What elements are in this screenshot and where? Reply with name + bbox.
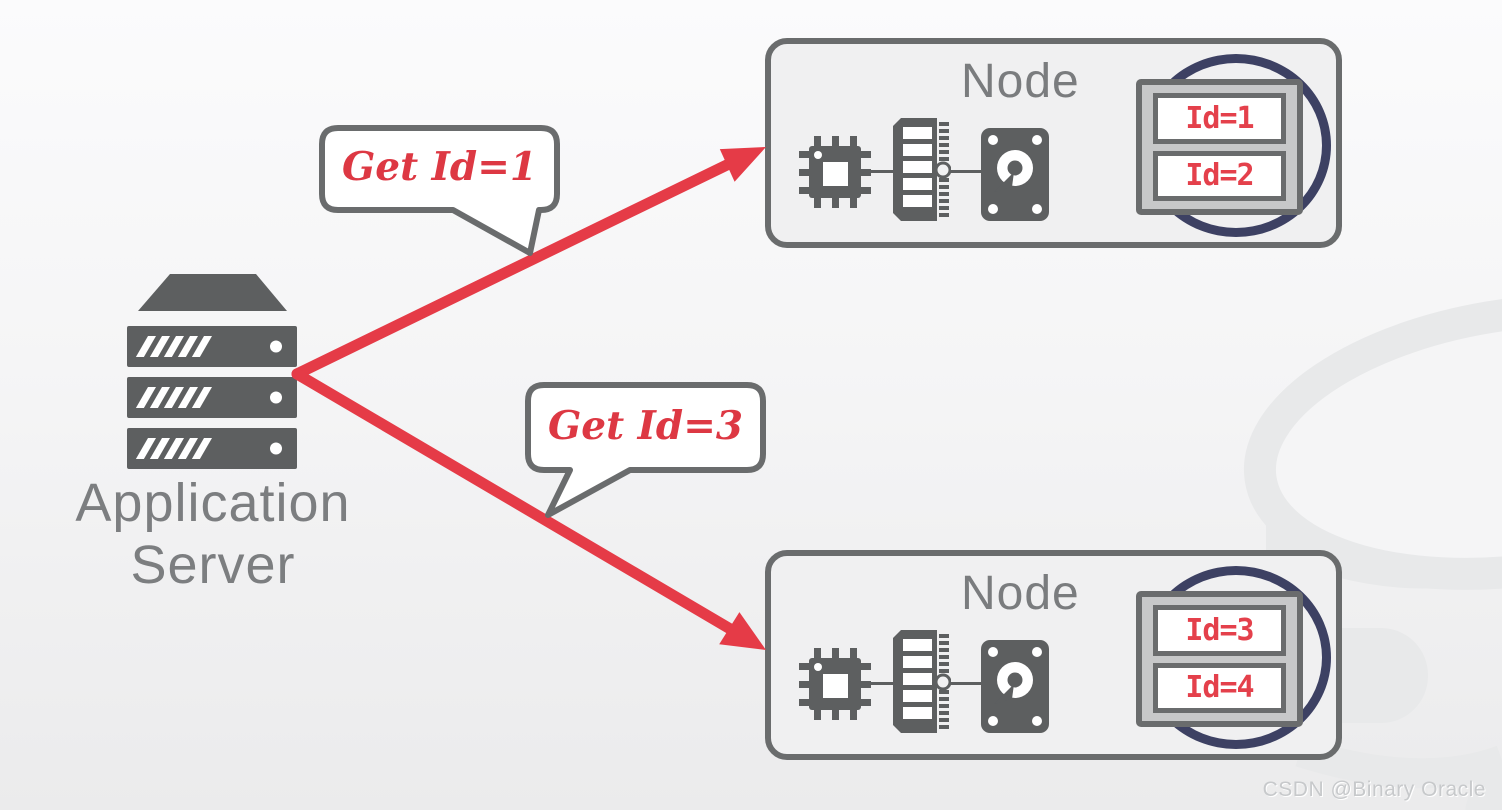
record-row: Id=1 (1153, 93, 1286, 144)
app-server-label-line1: Application (75, 473, 351, 533)
app-server-label: Application Server (38, 472, 388, 596)
record-id: Id=4 (1185, 670, 1254, 706)
request-label-2: Get Id=3 (547, 402, 744, 449)
connector-line (951, 682, 981, 685)
database-icon: Id=3 Id=4 (1136, 562, 1336, 758)
cpu-icon (799, 648, 871, 720)
connector-line (871, 682, 893, 685)
cpu-icon (799, 136, 871, 208)
connector-line (951, 170, 981, 173)
database-icon: Id=1 Id=2 (1136, 50, 1336, 246)
app-server-label-line2: Server (130, 535, 296, 595)
memory-icon (893, 118, 951, 221)
record-id: Id=3 (1185, 612, 1254, 648)
record-table: Id=1 Id=2 (1136, 79, 1303, 215)
node-title: Node (961, 55, 1080, 108)
record-id: Id=2 (1185, 158, 1254, 194)
record-row: Id=4 (1153, 662, 1286, 713)
request-label-1: Get Id=1 (341, 144, 538, 190)
record-id: Id=1 (1185, 100, 1254, 136)
memory-icon (893, 630, 951, 733)
watermark-text: CSDN @Binary Oracle (1262, 778, 1486, 801)
record-row: Id=2 (1153, 150, 1286, 201)
record-table: Id=3 Id=4 (1136, 591, 1303, 727)
node-box-2: Node (765, 550, 1342, 760)
hard-disk-icon (981, 640, 1049, 733)
hard-disk-icon (981, 128, 1049, 221)
node-title: Node (961, 567, 1080, 620)
record-row: Id=3 (1153, 605, 1286, 656)
connector-line (871, 170, 893, 173)
server-stack-icon (127, 274, 297, 469)
node-box-1: Node (765, 38, 1342, 248)
